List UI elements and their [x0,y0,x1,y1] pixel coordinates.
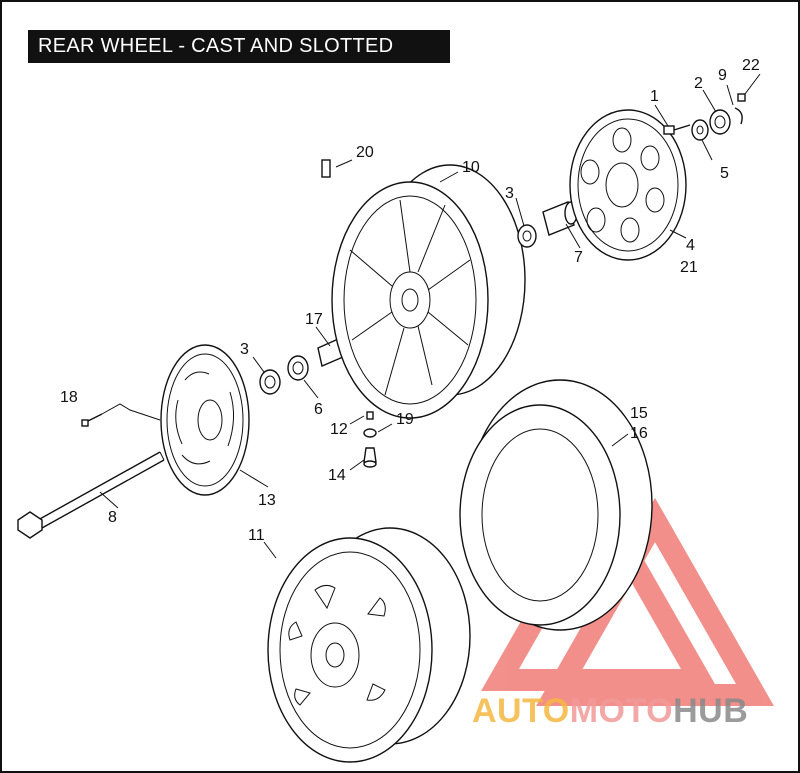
brake-rotor [160,344,250,496]
watermark-text: AUTOMOTOHUB [472,692,748,730]
axle [17,451,165,539]
callout-3-left: 3 [240,341,249,358]
tire [459,379,653,631]
retaining-clip [734,107,743,125]
svg-text:AUTOMOTOHUB: AUTOMOTOHUB [472,692,748,730]
leader-lines [99,73,761,559]
pulley-bolt [663,124,691,135]
callout-9: 9 [718,67,727,84]
callout-21: 21 [680,259,698,276]
bearing-left [259,369,281,395]
balance-weight [321,159,331,178]
callout-17: 17 [305,311,323,328]
seal-6 [287,355,309,381]
callout-4: 4 [686,237,695,254]
clip-screw [737,93,746,102]
callout-10: 10 [462,159,480,176]
valve-stem [363,447,377,468]
callout-6: 6 [314,401,323,418]
callout-22: 22 [742,57,760,74]
callout-14: 14 [328,467,346,484]
callout-13: 13 [258,492,276,509]
callout-20: 20 [356,144,374,161]
watermark-moto: MOTO [570,692,673,730]
watermark-hub: HUB [673,692,748,730]
callout-2: 2 [694,75,703,92]
callout-1: 1 [650,88,659,105]
slotted-wheel [267,527,471,763]
callout-12: 12 [330,421,348,438]
washer-5 [691,119,709,141]
callout-5: 5 [720,165,729,182]
callout-3-right: 3 [505,185,514,202]
watermark-auto: AUTO [472,692,570,730]
callout-19: 19 [396,411,414,428]
callout-7: 7 [574,249,583,266]
valve-cap [366,411,374,420]
rotor-bolt [81,403,161,427]
cast-wheel [331,164,526,419]
callout-15: 15 [630,405,648,422]
callout-8: 8 [108,509,117,526]
valve-grommet [363,428,377,438]
rear-pulley [569,109,687,261]
callout-11: 11 [248,527,265,544]
bearing-right [517,224,537,248]
callout-18: 18 [60,389,78,406]
callout-numbers: 1 2 9 22 5 4 21 7 3 10 20 17 3 6 12 19 1… [60,57,760,544]
callout-16: 16 [630,425,648,442]
axle-nut [709,109,731,135]
diagram-title: REAR WHEEL - CAST AND SLOTTED [28,30,450,63]
